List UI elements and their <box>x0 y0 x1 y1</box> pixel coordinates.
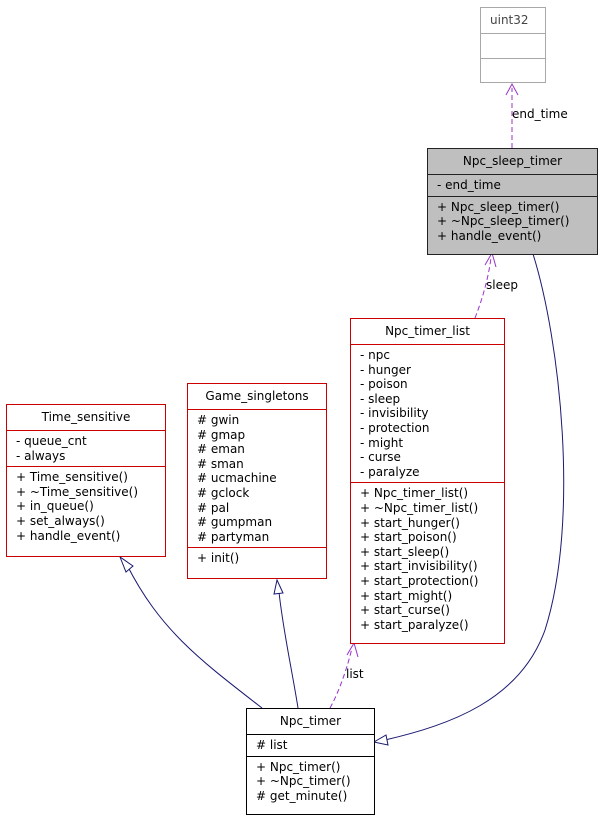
attribute: - hunger <box>360 362 411 377</box>
edge-npc-timer-to-time-sensitive <box>126 564 263 709</box>
edge-sleep-usage <box>474 257 492 319</box>
method: + start_paralyze() <box>360 617 469 632</box>
class-game-singletons[interactable]: Game_singletons # gwin # gmap # eman # s… <box>187 383 327 579</box>
edge-label-sleep: sleep <box>486 278 518 292</box>
attribute: # gwin <box>197 413 240 427</box>
method: + handle_event() <box>437 228 542 243</box>
method: + start_hunger() <box>360 515 460 530</box>
method: + ~Npc_sleep_timer() <box>437 214 570 229</box>
class-title: Npc_timer <box>279 714 342 728</box>
edge-npc-sleep-timer-to-npc-timer <box>384 253 565 741</box>
class-npc-timer[interactable]: Npc_timer # list + Npc_timer() + ~Npc_ti… <box>246 708 375 815</box>
method: + init() <box>197 551 240 566</box>
attribute: # list <box>256 738 288 752</box>
method: + Npc_timer_list() <box>360 486 469 501</box>
class-uint32[interactable]: uint32 <box>480 7 546 83</box>
class-npc-sleep-timer[interactable]: Npc_sleep_timer - end_time + Npc_sleep_t… <box>427 148 598 255</box>
attribute: - end_time <box>437 178 501 192</box>
method: + start_might() <box>360 588 453 603</box>
method: + ~Time_sensitive() <box>16 484 139 499</box>
usage-arrow-list <box>346 641 359 658</box>
attribute: - paralyze <box>360 464 420 479</box>
attribute: # gclock <box>197 485 250 500</box>
class-attributes: - npc - hunger - poison - sleep - invisi… <box>351 344 504 482</box>
class-methods: + Npc_timer_list() + ~Npc_timer_list() +… <box>351 482 504 635</box>
class-methods: + init() <box>188 547 326 569</box>
class-title: Npc_timer_list <box>385 324 470 338</box>
attribute: # gmap <box>197 427 246 442</box>
class-methods <box>481 58 545 83</box>
attribute: - curse <box>360 450 401 465</box>
method: + Npc_sleep_timer() <box>437 199 560 214</box>
class-attributes: - end_time <box>428 174 597 196</box>
class-attributes: # gwin # gmap # eman # sman # ucmachine … <box>188 409 326 547</box>
attribute: - protection <box>360 420 430 435</box>
attribute: - sleep <box>360 391 401 406</box>
attribute: - might <box>360 435 404 450</box>
class-title: Game_singletons <box>205 389 309 403</box>
attribute: - invisibility <box>360 406 429 421</box>
method: + set_always() <box>16 513 105 528</box>
class-attributes: - queue_cnt - always <box>7 430 165 466</box>
method: + ~Npc_timer_list() <box>360 500 479 515</box>
attribute: # gumpman <box>197 515 273 530</box>
attribute: # sman <box>197 456 244 471</box>
method: + start_invisibility() <box>360 559 478 574</box>
attribute: # partyman <box>197 529 270 544</box>
attribute: # ucmachine <box>197 471 277 486</box>
class-attributes <box>481 33 545 58</box>
edge-npc-timer-to-game-singletons <box>278 591 299 709</box>
method: + start_sleep() <box>360 544 450 559</box>
inheritance-arrow-npc-timer <box>372 734 389 746</box>
class-title: uint32 <box>490 13 529 27</box>
attribute: - queue_cnt <box>16 434 87 448</box>
class-attributes: # list <box>247 734 374 756</box>
inheritance-arrow-time-sensitive <box>118 555 134 573</box>
attribute: # pal <box>197 500 230 515</box>
class-title: Time_sensitive <box>41 410 131 424</box>
method: # get_minute() <box>256 788 348 803</box>
method: + start_poison() <box>360 530 457 545</box>
method: + start_curse() <box>360 603 450 618</box>
attribute: - poison <box>360 377 408 392</box>
inheritance-arrow-game-singletons <box>273 578 284 595</box>
attribute: # eman <box>197 442 245 457</box>
class-npc-timer-list[interactable]: Npc_timer_list - npc - hunger - poison -… <box>350 318 505 644</box>
class-methods: + Time_sensitive() + ~Time_sensitive() +… <box>7 466 165 546</box>
method: + ~Npc_timer() <box>256 774 351 789</box>
method: + handle_event() <box>16 528 121 543</box>
class-time-sensitive[interactable]: Time_sensitive - queue_cnt - always + Ti… <box>6 404 166 557</box>
attribute: - npc <box>360 348 390 362</box>
method: + start_protection() <box>360 573 479 588</box>
method: + in_queue() <box>16 499 94 514</box>
usage-arrow-end-time <box>505 82 519 96</box>
edge-label-end-time: end_time <box>512 107 568 121</box>
class-title: Npc_sleep_timer <box>462 154 563 168</box>
method: + Time_sensitive() <box>16 470 128 485</box>
class-methods: + Npc_sleep_timer() + ~Npc_sleep_timer()… <box>428 195 597 247</box>
edge-npc-timer-list-usage <box>329 647 353 709</box>
attribute: - always <box>16 448 66 463</box>
edge-label-list: list <box>346 667 364 681</box>
class-methods: + Npc_timer() + ~Npc_timer() # get_minut… <box>247 755 374 807</box>
method: + Npc_timer() <box>256 759 341 774</box>
